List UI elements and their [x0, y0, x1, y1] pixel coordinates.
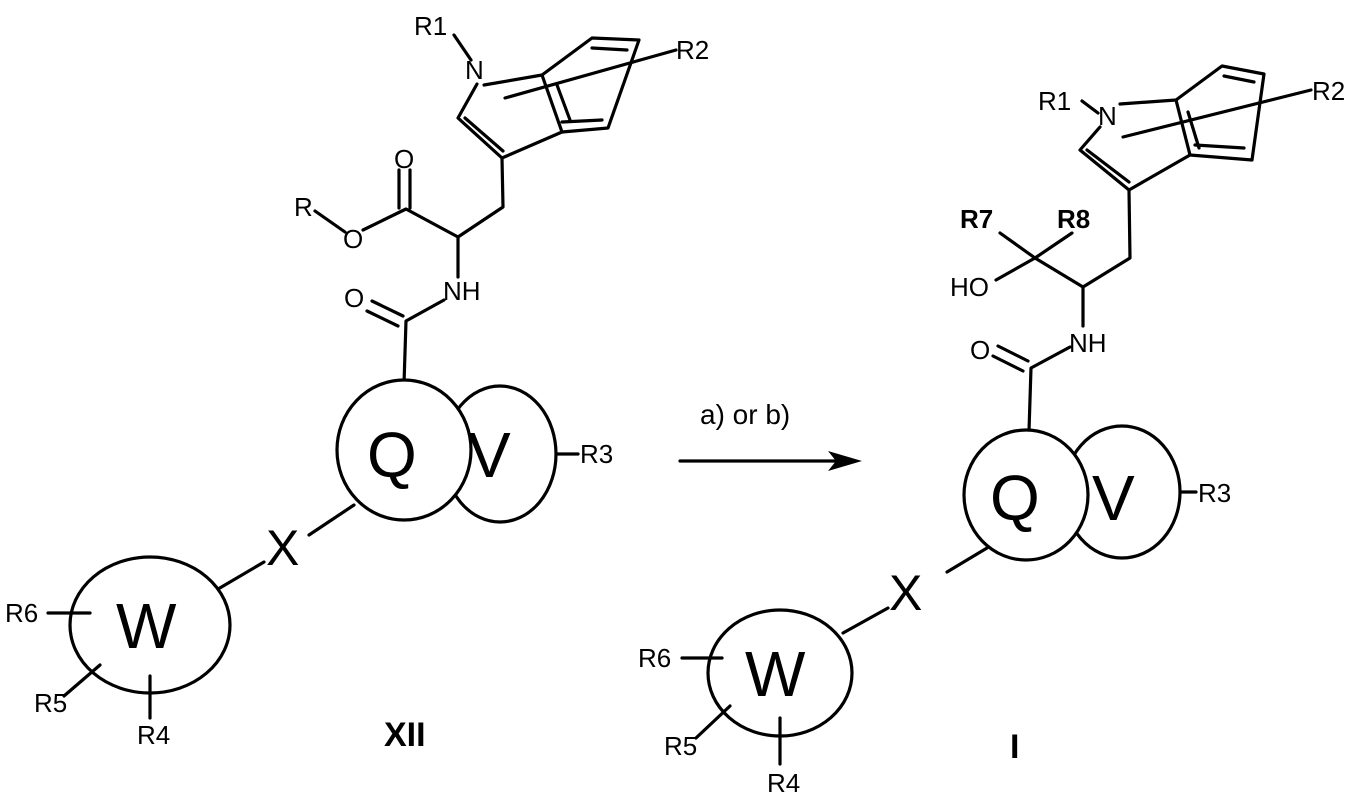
- bond: [505, 50, 676, 98]
- reaction-arrow: a) or b): [680, 399, 862, 471]
- atom-label-r3: R3: [1198, 478, 1231, 508]
- atom-label-o: O: [394, 144, 414, 174]
- atom-label-r4: R4: [137, 720, 170, 750]
- atom-label-nh: NH: [443, 276, 481, 306]
- atom-label-n: N: [1098, 101, 1117, 131]
- atom-label-o: O: [344, 283, 364, 313]
- product-labels: R1 N R2 R7 R8 HO NH O Q V R3 X W R6 R5 R…: [638, 76, 1345, 798]
- ring-label-w: W: [745, 638, 806, 710]
- atom-label-r3: R3: [580, 439, 613, 469]
- bond: [696, 706, 730, 738]
- ring-label-v: V: [1092, 462, 1135, 534]
- bond: [404, 300, 444, 384]
- bond: [557, 85, 570, 120]
- atom-label-r2: R2: [676, 35, 709, 65]
- compound-label-xii: XII: [384, 716, 426, 754]
- atom-label-r5: R5: [664, 731, 697, 761]
- bond: [592, 48, 627, 50]
- atom-label-ho: HO: [950, 272, 989, 302]
- bond: [1029, 347, 1070, 431]
- atom-label-nh: NH: [1069, 328, 1107, 358]
- bond: [1000, 233, 1072, 258]
- bond: [315, 211, 345, 232]
- atom-label-o: O: [970, 335, 990, 365]
- ring-label-w: W: [116, 590, 177, 662]
- ring-label-v: V: [468, 419, 511, 491]
- bond: [367, 301, 403, 326]
- atom-label-r6: R6: [638, 643, 671, 673]
- linker-label-x: X: [889, 565, 922, 621]
- bond: [309, 505, 354, 535]
- bond: [465, 118, 503, 151]
- atom-label-r: R: [294, 192, 313, 222]
- bond: [562, 120, 602, 122]
- reaction-conditions: a) or b): [700, 399, 790, 430]
- bond: [843, 608, 888, 633]
- bond: [1082, 101, 1098, 113]
- bond: [1224, 76, 1254, 82]
- bond: [993, 346, 1028, 371]
- compound-label-i: I: [1010, 728, 1019, 766]
- bond: [399, 170, 410, 208]
- bond: [484, 38, 639, 132]
- bond: [947, 548, 987, 572]
- atom-label-r5: R5: [34, 688, 67, 718]
- bond: [996, 258, 1035, 280]
- bond: [213, 562, 264, 592]
- atom-label-r7: R7: [960, 204, 993, 234]
- ring-label-q: Q: [990, 462, 1040, 534]
- bond: [1087, 150, 1129, 182]
- atom-label-r4: R4: [767, 768, 800, 798]
- atom-label-r1: R1: [1038, 86, 1071, 116]
- bond: [1123, 90, 1311, 137]
- linker-label-x: X: [266, 520, 299, 576]
- atom-label-o: O: [343, 224, 363, 254]
- bond: [1195, 145, 1244, 148]
- atom-label-r2: R2: [1312, 76, 1345, 106]
- bond: [1176, 100, 1190, 155]
- atom-label-r6: R6: [5, 598, 38, 628]
- ring-label-q: Q: [367, 419, 417, 491]
- bond: [64, 665, 100, 696]
- bond: [363, 158, 503, 237]
- atom-label-r8: R8: [1057, 204, 1090, 234]
- atom-label-r1: R1: [414, 11, 447, 41]
- indole-ring: [454, 35, 676, 158]
- atom-label-n: N: [465, 55, 484, 85]
